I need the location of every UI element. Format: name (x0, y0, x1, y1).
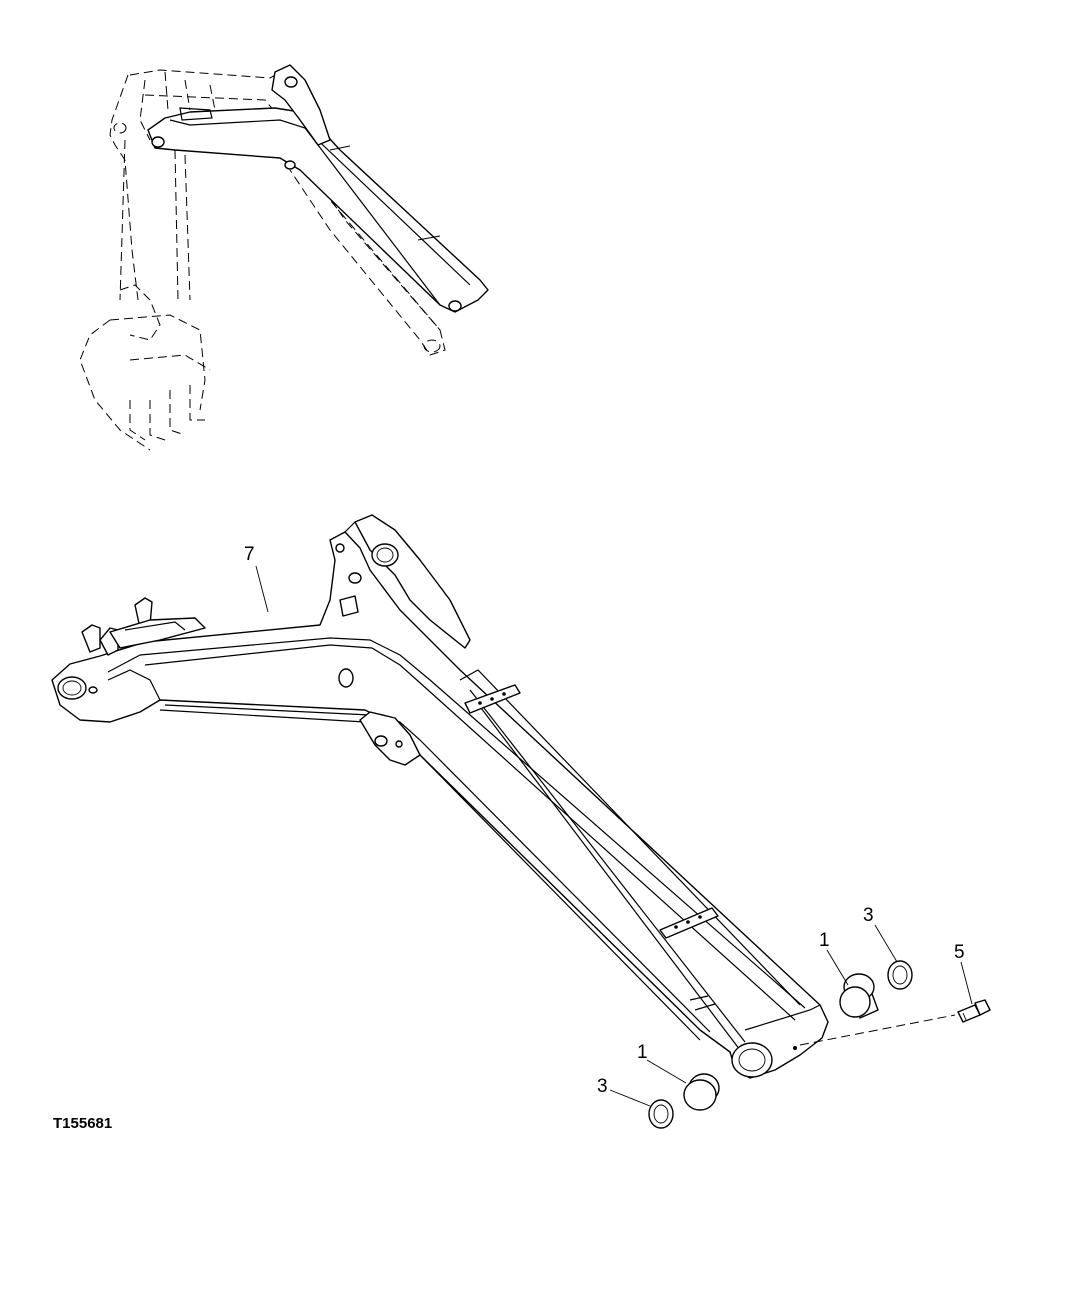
context-boom-and-bucket-outline (79, 69, 446, 451)
grease-fitting-5 (957, 999, 991, 1023)
arm-foot-bore (57, 676, 87, 700)
leader-lines (255, 565, 973, 1107)
bushing-1-right (839, 973, 879, 1019)
arm-side-boss (338, 668, 354, 688)
arm-assembly (51, 514, 956, 1079)
callout-7: 7 (244, 544, 255, 565)
seal-3-right (887, 960, 913, 990)
callout-3-left: 3 (597, 1076, 608, 1097)
locator-arm-highlight (147, 64, 489, 313)
figure-id-label: T155681 (53, 1115, 112, 1132)
seal-3-left (648, 1099, 674, 1129)
arm-upper-bore (371, 543, 399, 567)
callout-1-right: 1 (819, 930, 830, 951)
arm-tip-boss (731, 1042, 773, 1078)
arm-body (51, 531, 829, 1079)
locator-view (79, 64, 489, 451)
arm-lower-lug (359, 711, 421, 766)
callout-1-left: 1 (637, 1042, 648, 1063)
bushing-1-left (683, 1073, 720, 1111)
callout-5: 5 (954, 942, 965, 963)
callout-3-right: 3 (863, 905, 874, 926)
